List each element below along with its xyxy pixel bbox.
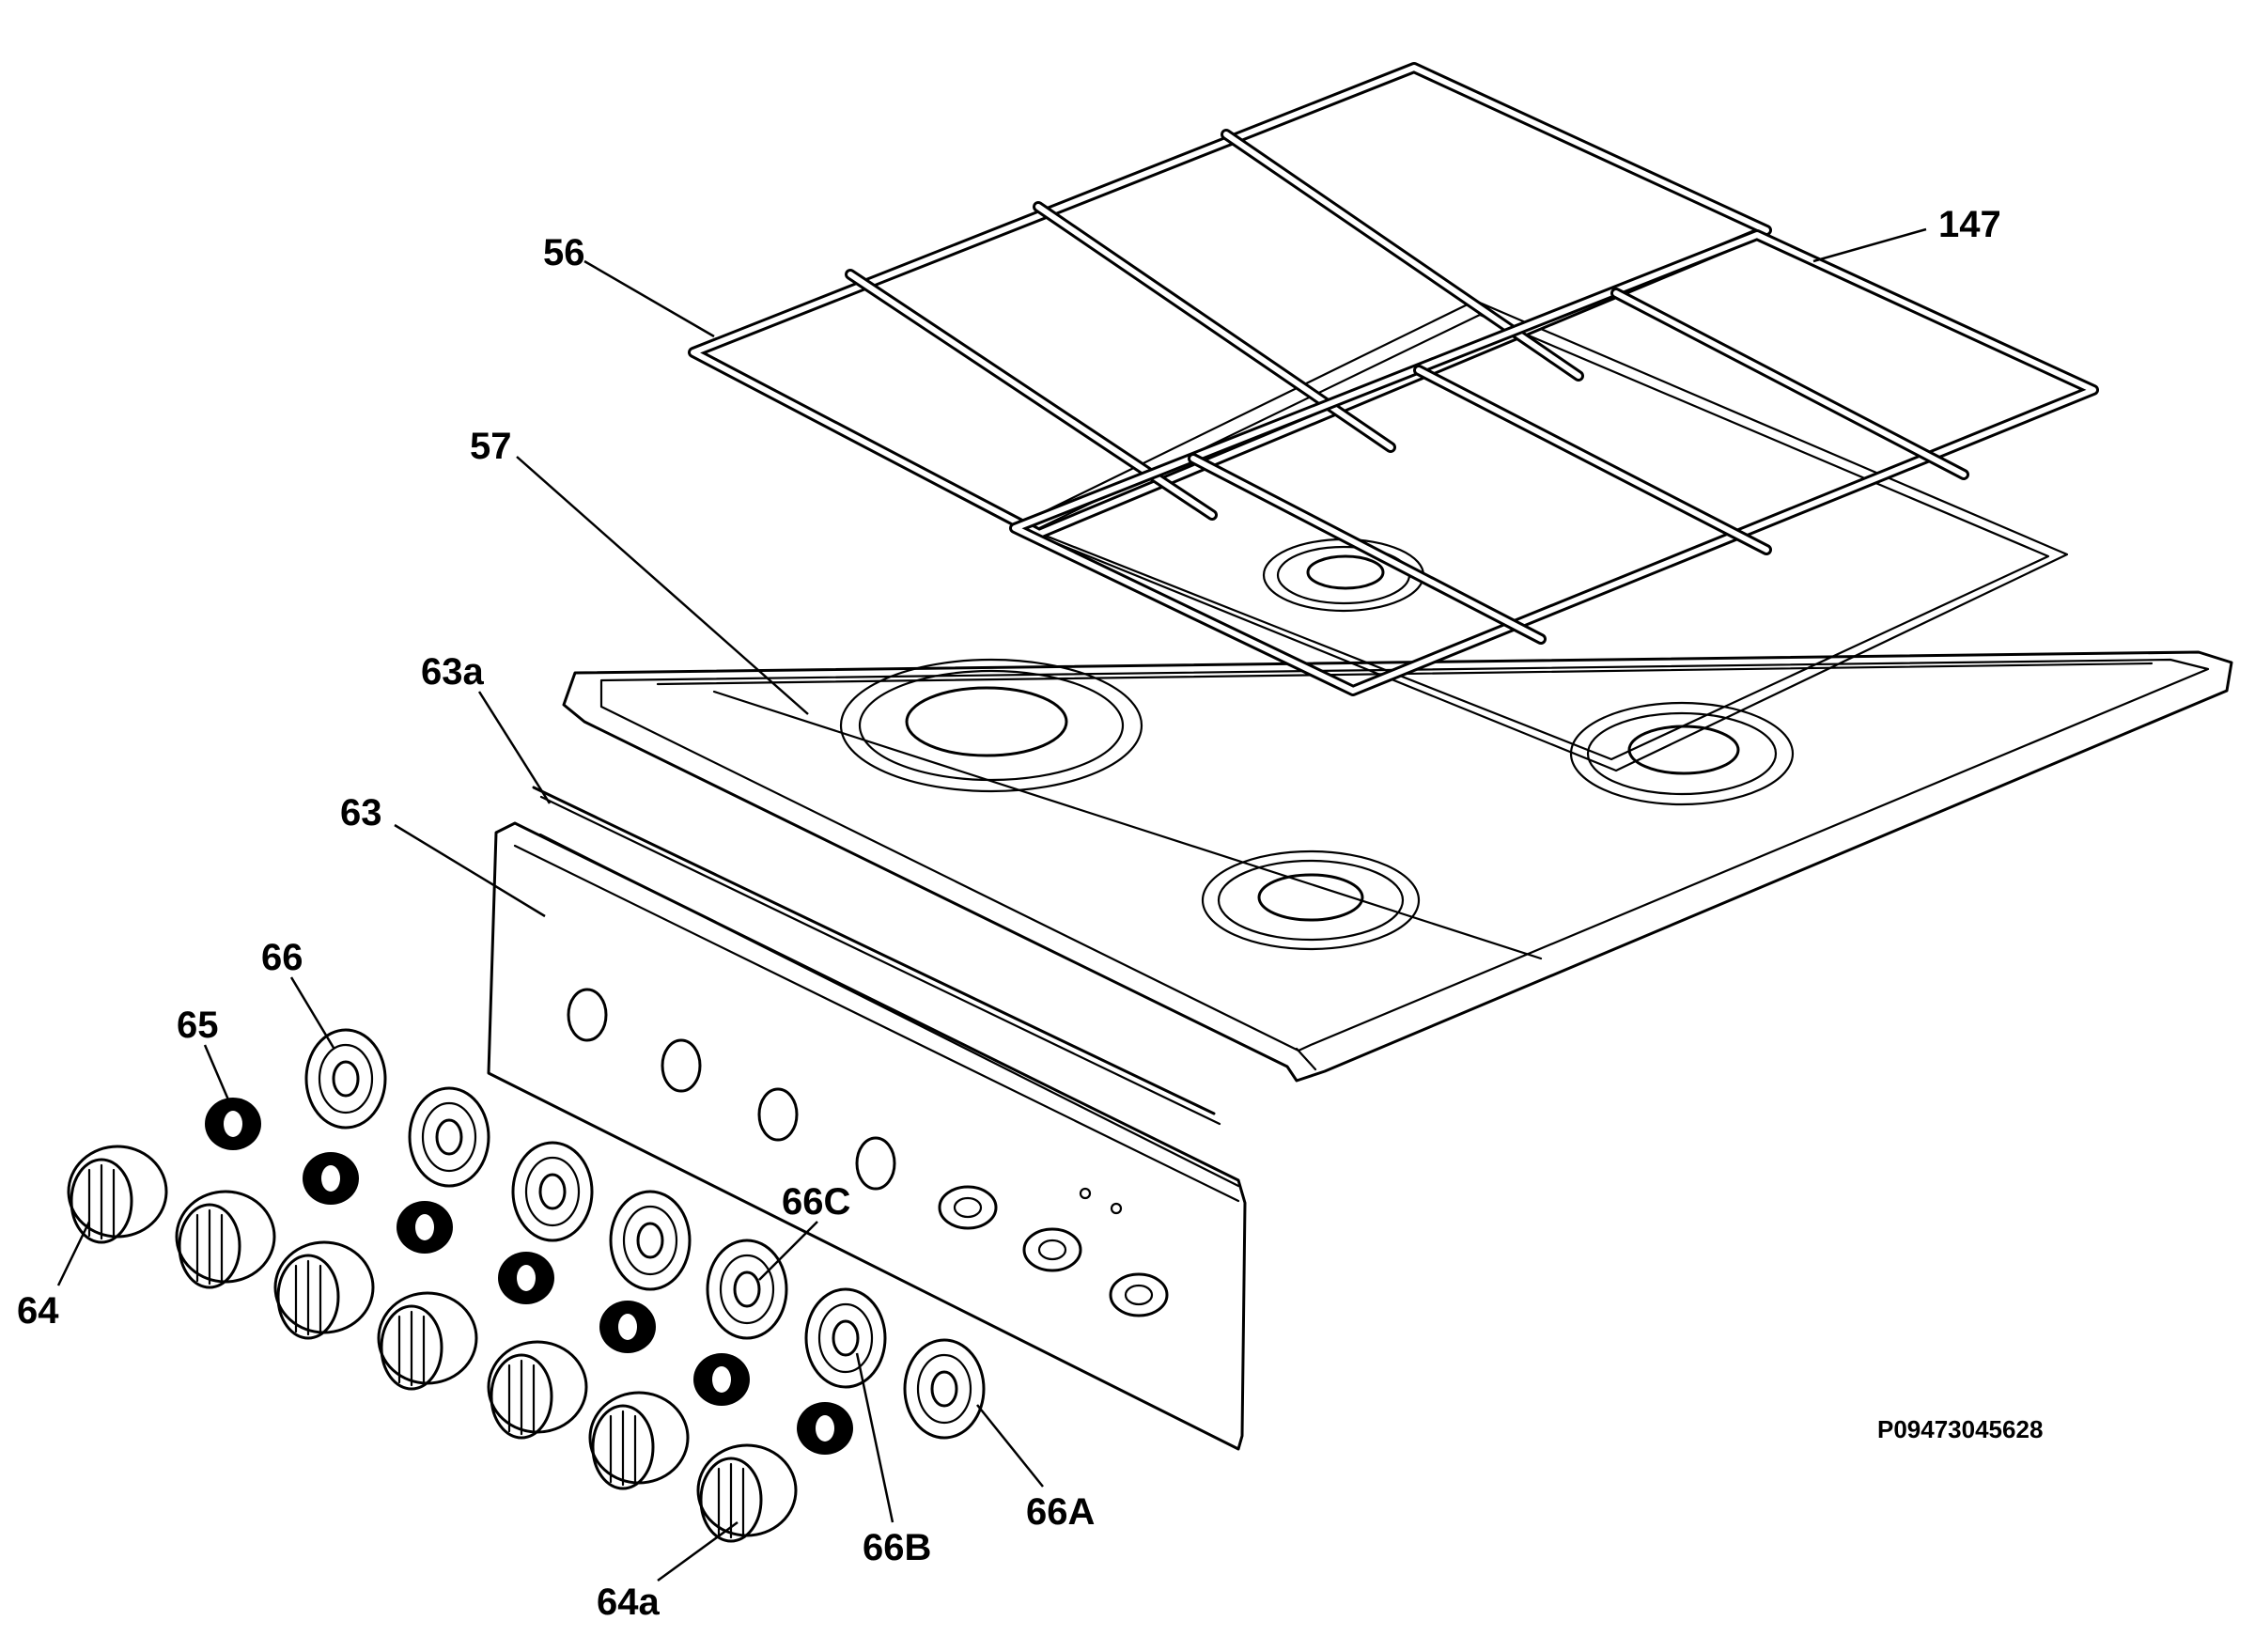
leader-64a (657, 1520, 739, 1582)
push-button-3 (1109, 1272, 1169, 1317)
pan-support-147 (1009, 229, 2099, 696)
knob-3 (273, 1240, 375, 1340)
label-66b: 66B (863, 1527, 931, 1568)
label-64: 64 (17, 1290, 59, 1332)
knob-5 (487, 1340, 588, 1440)
control-panel-63 (487, 821, 1247, 1451)
ring-5 (599, 1301, 656, 1353)
knob-64a (696, 1443, 798, 1543)
bezel-3 (511, 1141, 594, 1242)
burner-rear (1262, 538, 1425, 613)
bezel-66b (804, 1287, 887, 1389)
leader-64 (56, 1221, 91, 1286)
leader-56 (583, 259, 715, 338)
ring-4 (498, 1252, 554, 1304)
leader-66c (758, 1221, 818, 1281)
ring-3 (397, 1201, 453, 1254)
bezel-2 (408, 1086, 490, 1188)
label-66: 66 (261, 937, 303, 978)
label-65: 65 (177, 1005, 219, 1046)
label-64a: 64a (597, 1582, 660, 1623)
burner-front (1201, 849, 1421, 951)
leader-66a (976, 1404, 1044, 1488)
knob-4 (377, 1291, 478, 1391)
burner-right (1569, 701, 1795, 806)
strip-63a (532, 786, 1221, 1126)
leader-63 (394, 823, 546, 918)
label-63: 63 (340, 792, 382, 834)
label-56: 56 (543, 232, 585, 273)
leader-66b (855, 1352, 894, 1523)
label-66a: 66A (1026, 1491, 1095, 1533)
knob-64 (67, 1145, 168, 1244)
leader-57 (516, 456, 809, 715)
leader-63a (477, 691, 552, 804)
leader-66 (289, 976, 335, 1049)
push-button-2 (1022, 1227, 1082, 1272)
ring-65 (205, 1098, 261, 1150)
label-57: 57 (470, 426, 512, 467)
knob-6 (588, 1391, 690, 1490)
bezel-66c (706, 1239, 788, 1340)
push-button-1 (938, 1185, 998, 1230)
label-147: 147 (1938, 204, 2001, 245)
bezel-4 (609, 1190, 692, 1291)
label-66c: 66C (782, 1181, 850, 1223)
burner-large (839, 658, 1143, 793)
label-63a: 63a (421, 651, 484, 693)
bezel-66a (903, 1338, 986, 1440)
leader-65 (203, 1044, 232, 1105)
bezel-66 (304, 1028, 387, 1130)
leader-147 (1812, 227, 1927, 263)
ring-7 (797, 1402, 853, 1455)
hob-top-57 (562, 299, 2233, 1083)
ring-6 (693, 1353, 750, 1406)
ring-2 (303, 1152, 359, 1205)
part-code: P09473045628 (1877, 1415, 2043, 1443)
knob-2 (175, 1190, 276, 1289)
